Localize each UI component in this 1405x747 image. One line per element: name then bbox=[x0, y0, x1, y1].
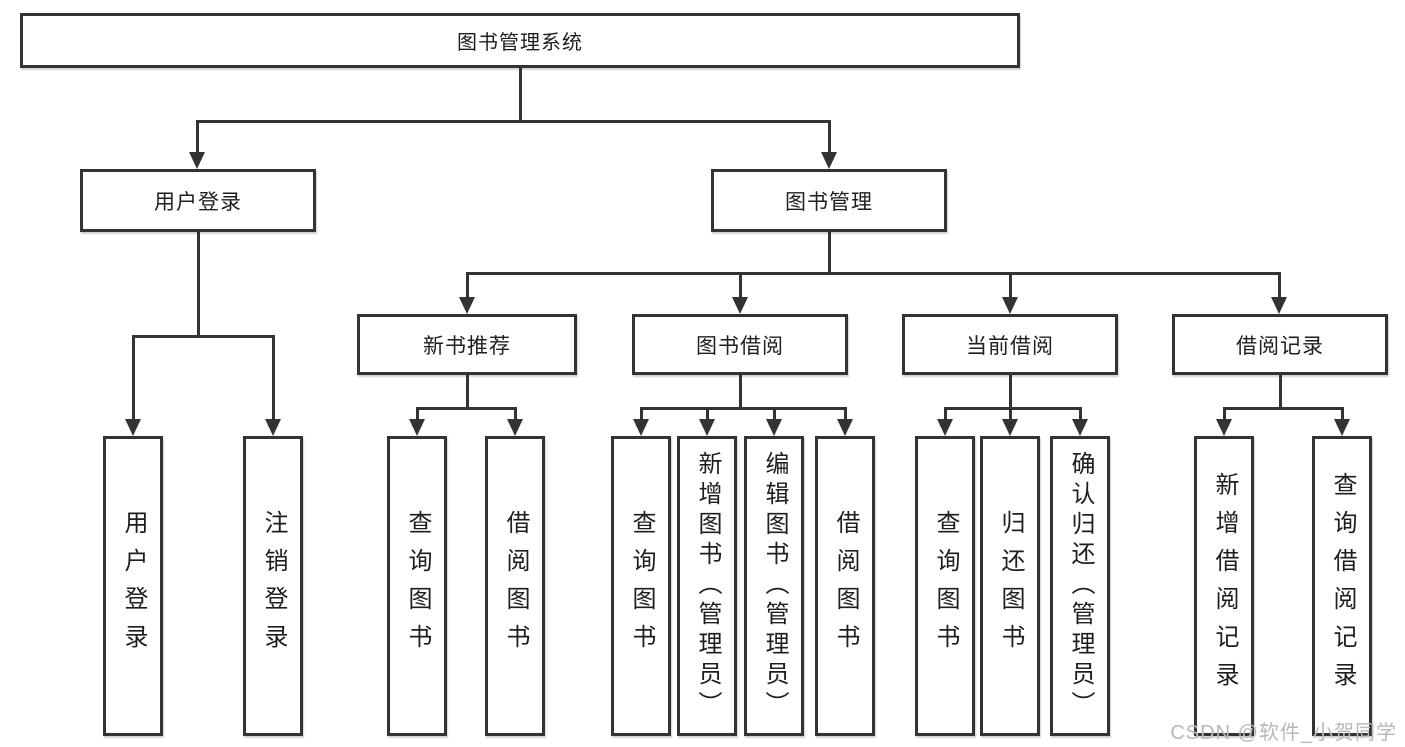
arrow-down-icon bbox=[265, 419, 281, 436]
arrow-down-icon bbox=[1216, 419, 1232, 436]
leaf-add-borrow-record: 新增借阅记录 bbox=[1194, 436, 1254, 736]
leaf-borrow-books-2-label: 借阅图书 bbox=[832, 510, 859, 662]
node-borrow-records: 借阅记录 bbox=[1172, 314, 1388, 375]
connector-drop bbox=[640, 407, 643, 421]
leaf-query-books-2-label: 查询图书 bbox=[628, 510, 655, 662]
arrow-down-icon bbox=[821, 152, 837, 169]
connector-drop-user-login bbox=[196, 120, 199, 154]
connector-drop bbox=[1079, 407, 1082, 421]
arrow-down-icon bbox=[937, 419, 953, 436]
leaf-return-books: 归还图书 bbox=[980, 436, 1040, 736]
connector-drop bbox=[844, 407, 847, 421]
connector-drop bbox=[706, 407, 709, 421]
connector-new-book-rail bbox=[417, 407, 517, 410]
node-book-borrow-label: 图书借阅 bbox=[696, 334, 784, 358]
connector-drop bbox=[1223, 407, 1226, 421]
leaf-borrow-books-1: 借阅图书 bbox=[485, 436, 545, 736]
node-book-management: 图书管理 bbox=[711, 169, 947, 232]
leaf-query-books-1-label: 查询图书 bbox=[404, 510, 431, 662]
node-new-book-recommend: 新书推荐 bbox=[357, 314, 577, 375]
connector-drop-current-borrow bbox=[1009, 272, 1012, 299]
connector-current-borrow-rail bbox=[945, 407, 1082, 410]
connector-borrow-records-stub bbox=[1279, 375, 1282, 410]
node-current-borrow-label: 当前借阅 bbox=[966, 334, 1054, 358]
leaf-query-books-3-label: 查询图书 bbox=[932, 510, 959, 662]
arrow-down-icon bbox=[1072, 419, 1088, 436]
connector-book-management-rail bbox=[467, 272, 1281, 275]
connector-drop bbox=[416, 407, 419, 421]
node-root: 图书管理系统 bbox=[20, 13, 1020, 68]
arrow-down-icon bbox=[1002, 419, 1018, 436]
node-book-borrow: 图书借阅 bbox=[632, 314, 848, 375]
arrow-down-icon bbox=[409, 419, 425, 436]
connector-drop bbox=[773, 407, 776, 421]
connector-user-login-stub bbox=[197, 232, 200, 338]
leaf-query-borrow-record-label: 查询借阅记录 bbox=[1329, 472, 1356, 700]
leaf-edit-books-admin: 编辑图书（管理员） bbox=[744, 436, 804, 736]
leaf-borrow-books-1-label: 借阅图书 bbox=[502, 510, 529, 662]
connector-drop bbox=[944, 407, 947, 421]
leaf-user-login: 用户登录 bbox=[103, 436, 163, 736]
leaf-confirm-return-admin: 确认归还（管理员） bbox=[1050, 436, 1110, 736]
arrow-down-icon bbox=[1334, 419, 1350, 436]
connector-book-borrow-stub bbox=[739, 375, 742, 410]
connector-drop bbox=[514, 407, 517, 421]
leaf-edit-books-admin-label: 编辑图书（管理员） bbox=[761, 451, 788, 721]
connector-drop bbox=[1341, 407, 1344, 421]
arrow-down-icon bbox=[633, 419, 649, 436]
connector-drop-book-borrow bbox=[739, 272, 742, 299]
leaf-add-books-admin-label: 新增图书（管理员） bbox=[694, 451, 721, 721]
connector-drop-book-management bbox=[828, 120, 831, 154]
node-current-borrow: 当前借阅 bbox=[902, 314, 1118, 375]
connector-borrow-records-rail bbox=[1224, 407, 1344, 410]
leaf-query-books-1: 查询图书 bbox=[387, 436, 447, 736]
arrow-down-icon bbox=[507, 419, 523, 436]
connector-new-book-stub bbox=[466, 375, 469, 410]
leaf-logout-label: 注销登录 bbox=[260, 510, 287, 662]
arrow-down-icon bbox=[1002, 297, 1018, 314]
connector-drop bbox=[1009, 407, 1012, 421]
arrow-down-icon bbox=[125, 419, 141, 436]
leaf-logout: 注销登录 bbox=[243, 436, 303, 736]
leaf-borrow-books-2: 借阅图书 bbox=[815, 436, 875, 736]
connector-root-rail bbox=[197, 120, 831, 123]
arrow-down-icon bbox=[189, 152, 205, 169]
arrow-down-icon bbox=[459, 297, 475, 314]
node-new-book-recommend-label: 新书推荐 bbox=[423, 334, 511, 358]
connector-drop-borrow-records bbox=[1278, 272, 1281, 299]
leaf-user-login-label: 用户登录 bbox=[120, 510, 147, 662]
arrow-down-icon bbox=[766, 419, 782, 436]
node-user-login-label: 用户登录 bbox=[154, 190, 242, 214]
arrow-down-icon bbox=[837, 419, 853, 436]
csdn-watermark: CSDN @软件_小贺同学 bbox=[1170, 722, 1397, 744]
arrow-down-icon bbox=[699, 419, 715, 436]
connector-drop-leaf-user-login bbox=[132, 335, 135, 420]
leaf-add-books-admin: 新增图书（管理员） bbox=[677, 436, 737, 736]
connector-book-borrow-rail bbox=[641, 407, 847, 410]
arrow-down-icon bbox=[1271, 297, 1287, 314]
node-borrow-records-label: 借阅记录 bbox=[1236, 334, 1324, 358]
arrow-down-icon bbox=[732, 297, 748, 314]
leaf-query-books-2: 查询图书 bbox=[611, 436, 671, 736]
connector-drop-new-book-recommend bbox=[466, 272, 469, 299]
leaf-query-borrow-record: 查询借阅记录 bbox=[1312, 436, 1372, 736]
connector-current-borrow-stub bbox=[1009, 375, 1012, 410]
leaf-add-borrow-record-label: 新增借阅记录 bbox=[1211, 472, 1238, 700]
node-user-login: 用户登录 bbox=[80, 169, 316, 232]
connector-root-stub bbox=[519, 68, 522, 121]
node-root-label: 图书管理系统 bbox=[457, 32, 583, 54]
node-book-management-label: 图书管理 bbox=[785, 190, 873, 214]
connector-user-login-rail bbox=[133, 335, 275, 338]
leaf-return-books-label: 归还图书 bbox=[997, 510, 1024, 662]
leaf-query-books-3: 查询图书 bbox=[915, 436, 975, 736]
leaf-confirm-return-admin-label: 确认归还（管理员） bbox=[1067, 451, 1094, 721]
connector-book-management-stub bbox=[828, 232, 831, 275]
connector-drop-leaf-logout bbox=[272, 335, 275, 420]
